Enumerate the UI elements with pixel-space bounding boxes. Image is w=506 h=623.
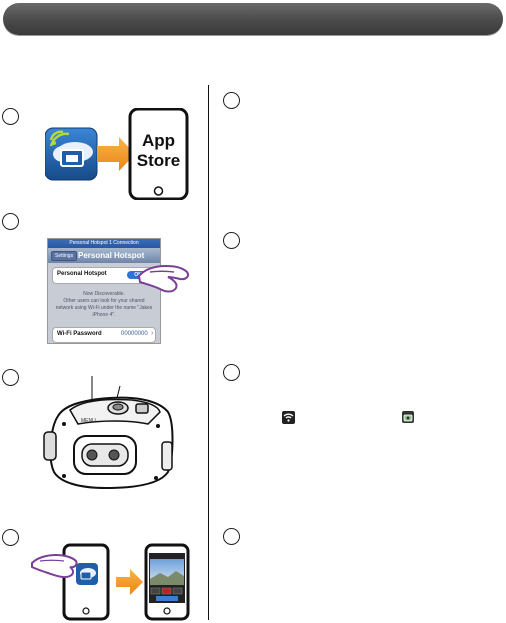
step-circle-8 — [223, 528, 240, 545]
hotspot-screenshot: Personal Hotspot 1 Connection Settings P… — [47, 238, 161, 344]
info-line-2: Other users can look for your shared — [63, 298, 145, 304]
step-circle-1 — [2, 108, 19, 125]
status-bar: Personal Hotspot 1 Connection — [48, 239, 160, 248]
hand-pointer-icon — [137, 264, 190, 293]
chevron-right-icon: › — [151, 330, 154, 337]
app-launch-icon — [402, 411, 414, 423]
wifi-password-row[interactable]: Wi-Fi Password 00000000 › — [52, 327, 156, 343]
step-circle-7 — [223, 364, 240, 381]
wifi-icon — [282, 411, 295, 424]
step-circle-2 — [2, 213, 19, 230]
status-bar-text: Personal Hotspot 1 Connection — [69, 240, 139, 246]
step-circle-5 — [223, 92, 240, 109]
camera-app-icon-small — [76, 563, 98, 585]
app-store-label: App Store — [130, 131, 187, 171]
step1-illustration — [45, 108, 189, 200]
app-store-label-line2: Store — [136, 151, 181, 170]
step-circle-6 — [223, 232, 240, 249]
hand-tap-icon — [31, 553, 78, 579]
camera-app-icon — [45, 127, 98, 181]
arrow-right-icon-2 — [116, 569, 143, 595]
wifi-password-value: 00000000 — [121, 331, 148, 337]
info-line-1: Now Discoverable. — [83, 291, 125, 297]
header-bar — [3, 3, 503, 35]
step4-illustration — [31, 543, 190, 621]
column-divider — [208, 85, 209, 620]
hotspot-label: Personal Hotspot — [57, 271, 107, 277]
nav-title: Personal Hotspot — [78, 251, 145, 260]
camera-menu-label: MENU — [81, 418, 96, 424]
info-line-4: iPhone 4". — [92, 312, 116, 318]
info-line-3: network using Wi-Fi under the name "Jake… — [55, 305, 153, 311]
camera-illustration — [43, 376, 174, 490]
arrow-right-icon — [97, 137, 135, 171]
hotspot-info: Now Discoverable. Other users can look f… — [48, 291, 160, 319]
settings-back-button[interactable]: Settings — [51, 251, 78, 261]
wifi-password-label: Wi-Fi Password — [57, 331, 102, 337]
hotspot-toggle[interactable]: ON — [127, 271, 149, 279]
step-circle-4 — [2, 529, 19, 546]
hotspot-row: Personal Hotspot ON — [52, 267, 156, 284]
step-circle-3 — [2, 369, 19, 386]
app-store-phone — [128, 108, 189, 200]
nav-bar: Settings Personal Hotspot — [48, 248, 160, 263]
app-store-label-line1: App — [141, 131, 176, 150]
